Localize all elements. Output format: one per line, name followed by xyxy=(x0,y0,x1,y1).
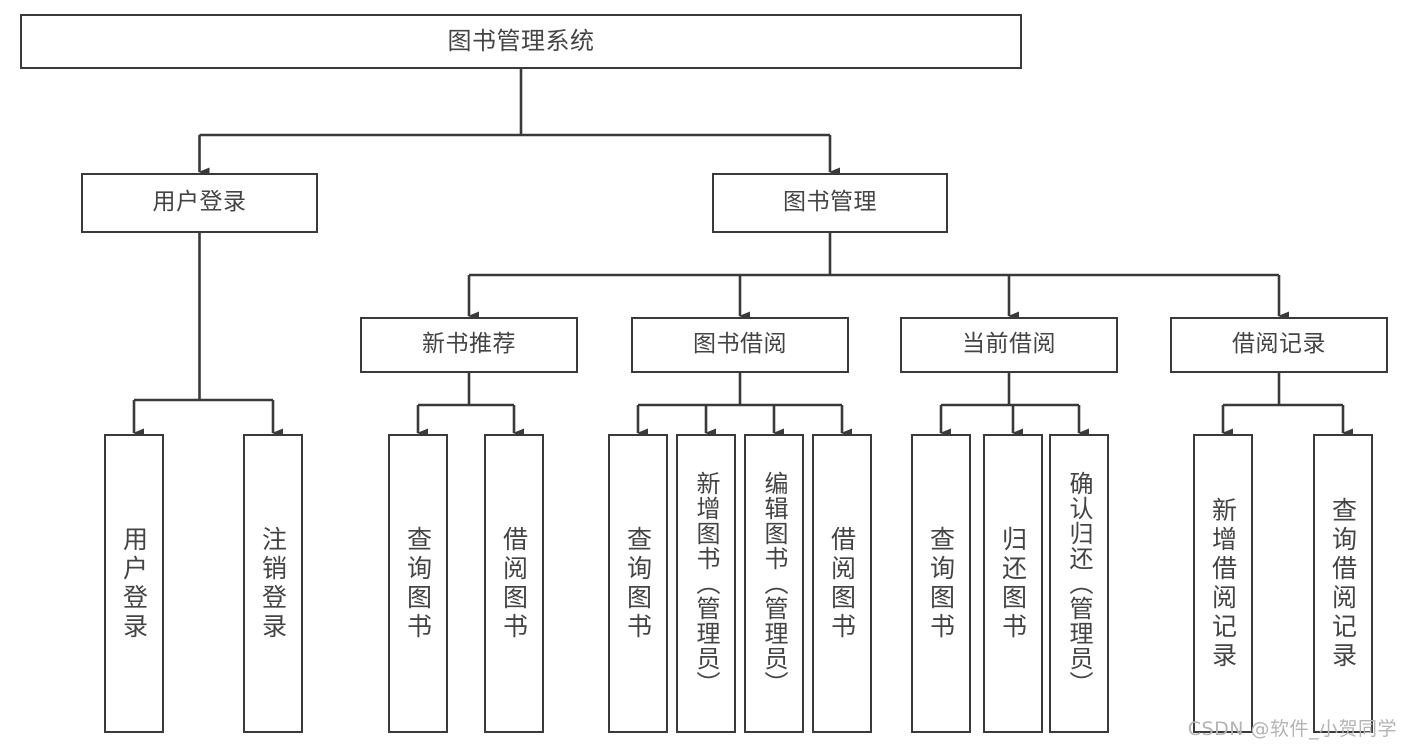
node-leaf-query-borrow-record[interactable]: 查询借阅记录 xyxy=(1313,434,1373,733)
node-leaf-confirm-return-admin-label: 确认归还（管理员） xyxy=(1065,471,1093,696)
node-borrow-record[interactable]: 借阅记录 xyxy=(1170,317,1388,373)
node-new-book-recommend-label: 新书推荐 xyxy=(422,331,516,358)
node-leaf-query-book-2-label: 查询图书 xyxy=(623,525,653,642)
node-leaf-add-borrow-record[interactable]: 新增借阅记录 xyxy=(1193,434,1253,733)
node-leaf-logout-label: 注销登录 xyxy=(258,525,288,642)
node-book-borrow[interactable]: 图书借阅 xyxy=(631,317,849,373)
node-leaf-query-book-1[interactable]: 查询图书 xyxy=(388,434,448,733)
node-leaf-query-book-3-label: 查询图书 xyxy=(926,525,956,642)
watermark-label: CSDN @软件_小贺同学 xyxy=(1187,718,1397,740)
node-leaf-user-login-label: 用户登录 xyxy=(119,525,149,642)
node-current-borrow-label: 当前借阅 xyxy=(962,331,1056,358)
node-leaf-query-book-3[interactable]: 查询图书 xyxy=(911,434,971,733)
node-leaf-edit-book-admin-label: 编辑图书（管理员） xyxy=(760,471,788,696)
node-borrow-record-label: 借阅记录 xyxy=(1232,331,1326,358)
node-leaf-add-book-admin-label: 新增图书（管理员） xyxy=(692,471,720,696)
node-leaf-add-book-admin[interactable]: 新增图书（管理员） xyxy=(676,434,736,733)
node-leaf-user-login[interactable]: 用户登录 xyxy=(104,434,164,733)
node-root[interactable]: 图书管理系统 xyxy=(20,14,1022,69)
node-user-login-label: 用户登录 xyxy=(152,189,247,216)
node-root-label: 图书管理系统 xyxy=(447,27,595,56)
node-new-book-recommend[interactable]: 新书推荐 xyxy=(360,317,578,373)
node-book-manage[interactable]: 图书管理 xyxy=(712,173,948,233)
node-leaf-borrow-book-2-label: 借阅图书 xyxy=(827,525,857,642)
node-leaf-borrow-book-2[interactable]: 借阅图书 xyxy=(812,434,872,733)
node-book-manage-label: 图书管理 xyxy=(783,189,877,216)
node-user-login[interactable]: 用户登录 xyxy=(81,173,318,233)
node-book-borrow-label: 图书借阅 xyxy=(693,331,787,358)
node-leaf-return-book-label: 归还图书 xyxy=(998,525,1028,642)
node-leaf-query-book-2[interactable]: 查询图书 xyxy=(608,434,668,733)
node-current-borrow[interactable]: 当前借阅 xyxy=(900,317,1118,373)
node-leaf-query-book-1-label: 查询图书 xyxy=(403,525,433,642)
node-leaf-add-borrow-record-label: 新增借阅记录 xyxy=(1208,496,1238,671)
node-leaf-borrow-book-1[interactable]: 借阅图书 xyxy=(484,434,544,733)
node-leaf-logout[interactable]: 注销登录 xyxy=(243,434,303,733)
node-leaf-confirm-return-admin[interactable]: 确认归还（管理员） xyxy=(1049,434,1109,733)
node-leaf-borrow-book-1-label: 借阅图书 xyxy=(499,525,529,642)
node-leaf-edit-book-admin[interactable]: 编辑图书（管理员） xyxy=(744,434,804,733)
node-leaf-return-book[interactable]: 归还图书 xyxy=(983,434,1043,733)
node-leaf-query-borrow-record-label: 查询借阅记录 xyxy=(1328,496,1358,671)
